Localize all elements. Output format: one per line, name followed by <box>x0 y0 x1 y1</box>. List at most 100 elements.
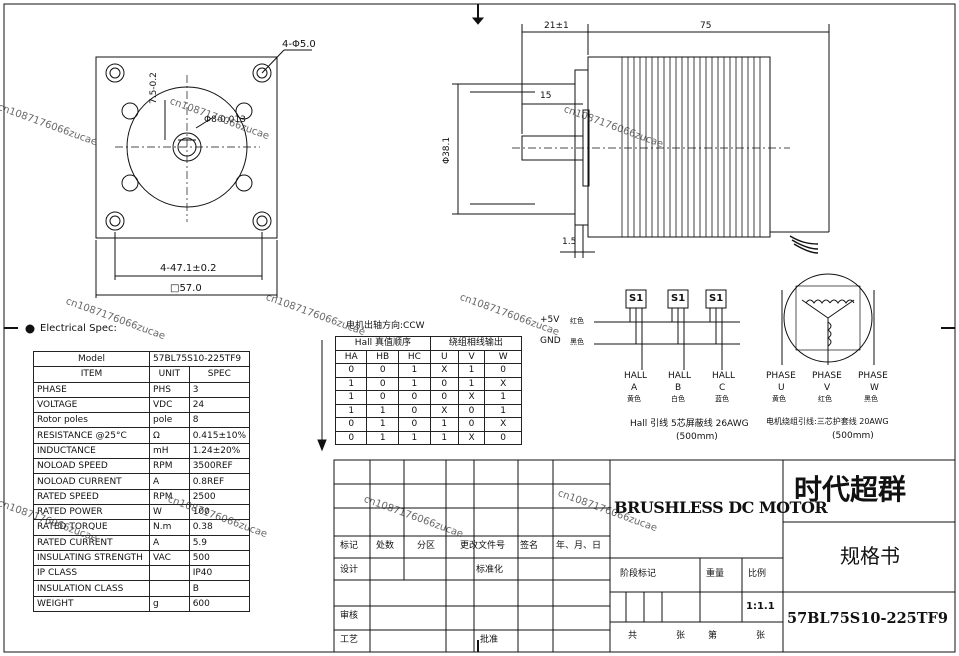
hall-a-label: HALL <box>624 371 647 381</box>
hall-cable-note: Hall 引线 5芯屏蔽线 26AWG <box>630 419 749 429</box>
shaft-len-dim: 15 <box>540 91 552 101</box>
hall-b-color: 白色 <box>671 395 685 403</box>
col-spec: SPEC <box>188 366 251 383</box>
spec-unit: PHS <box>149 381 190 398</box>
spec-unit <box>149 580 190 597</box>
hall-cell: 0 <box>366 363 399 378</box>
spec-item: IP CLASS <box>32 565 151 582</box>
tb-count: 处数 <box>376 541 395 551</box>
direction-label: 电机出轴方向:CCW <box>346 321 425 331</box>
spec-value: IP40 <box>188 565 251 582</box>
tb-sign: 签名 <box>520 541 539 551</box>
bolt-pitch-dim: 4-47.1±0.2 <box>160 263 217 274</box>
spec-unit: RPM <box>149 458 190 475</box>
tb-design: 设计 <box>340 565 359 575</box>
hall-cell: 1 <box>334 390 368 405</box>
tb-review: 审核 <box>340 611 359 621</box>
tb-mark: 标记 <box>340 541 359 551</box>
spec-value: 600 <box>188 595 251 613</box>
spec-item: NOLOAD CURRENT <box>32 473 151 490</box>
spec-value: 8 <box>188 412 251 429</box>
hall-cell: X <box>429 403 459 418</box>
hall-cell: 0 <box>334 417 368 432</box>
hall-b-letter: B <box>675 383 682 393</box>
spec-row: IP CLASS IP40 <box>32 565 251 582</box>
holes-dim: 4-Φ5.0 <box>282 39 316 50</box>
phase-wiring <box>781 273 875 365</box>
spec-unit: VDC <box>149 396 190 414</box>
hall-cell: X <box>484 376 522 391</box>
hall-c-letter: C <box>719 383 726 393</box>
hall-col-header: HA <box>334 349 368 364</box>
hall-group-header: Hall 真值顺序 <box>335 336 431 351</box>
spec-unit: Ω <box>149 427 190 444</box>
spec-unit: VAC <box>149 549 190 567</box>
spec-value: 0.415±10% <box>188 427 251 444</box>
col-item: ITEM <box>32 366 151 383</box>
hall-cell: 1 <box>397 376 431 391</box>
hall-cell: X <box>457 430 486 445</box>
boss-h-dim: 1.5 <box>562 237 577 247</box>
phase-w-color: 黑色 <box>864 395 878 403</box>
model-number: 57BL75S10-225TF9 <box>787 610 948 627</box>
spec-value: 24 <box>188 396 251 414</box>
scale-value: 1:1.1 <box>746 601 775 612</box>
electrical-spec-heading: Electrical Spec: <box>40 323 117 334</box>
plus5v-label: +5V <box>540 315 560 325</box>
spec-unit: mH <box>149 442 190 460</box>
tb-zone: 分区 <box>417 541 436 551</box>
tb-page: 第 <box>708 631 718 641</box>
boss-dia-dim: Φ38.1 <box>442 136 452 164</box>
hall-cell: 0 <box>397 390 431 405</box>
hall-cell: 0 <box>334 363 368 378</box>
company-name: 时代超群 <box>794 473 907 506</box>
spec-item: INDUCTANCE <box>32 442 151 460</box>
hall-cell: 1 <box>484 403 522 418</box>
spec-item: RESISTANCE @25°C <box>32 427 151 444</box>
hall-cell: 0 <box>457 417 486 432</box>
hall-cell: 0 <box>484 363 522 378</box>
front-view <box>95 49 312 298</box>
spec-value: B <box>188 580 251 597</box>
spec-value: 500 <box>188 549 251 567</box>
hall-cell: X <box>457 390 486 405</box>
tb-standard: 标准化 <box>476 565 504 575</box>
hall-col-header: HC <box>397 349 431 364</box>
hall-cell: X <box>429 363 459 378</box>
hall-cell: 0 <box>397 417 431 432</box>
phase-cable-note: 电机绕组引线:三芯护套线 20AWG <box>766 417 889 426</box>
spec-unit: N.m <box>149 519 190 536</box>
phase-u-color: 黄色 <box>772 395 786 403</box>
hall-sensor-c: S1 <box>709 293 724 304</box>
hall-a-color: 黄色 <box>627 395 641 403</box>
gnd-label: GND <box>540 336 561 346</box>
spec-unit <box>149 565 190 582</box>
tb-craft: 工艺 <box>340 635 359 645</box>
hall-cell: 0 <box>429 390 459 405</box>
tb-total: 共 <box>628 631 638 641</box>
spec-item: INSULATING STRENGTH <box>32 549 151 567</box>
hall-col-header: HB <box>366 349 399 364</box>
phase-u-letter: U <box>778 383 785 393</box>
black-label: 黑色 <box>570 338 584 346</box>
phase-w-letter: W <box>870 383 879 393</box>
hall-col-header: U <box>429 349 459 364</box>
spec-value: 0.8REF <box>188 473 251 490</box>
phase-u-label: PHASE <box>766 371 796 381</box>
hall-cell: 1 <box>366 403 399 418</box>
side-view <box>452 24 830 258</box>
tb-sheet2: 张 <box>756 631 766 641</box>
